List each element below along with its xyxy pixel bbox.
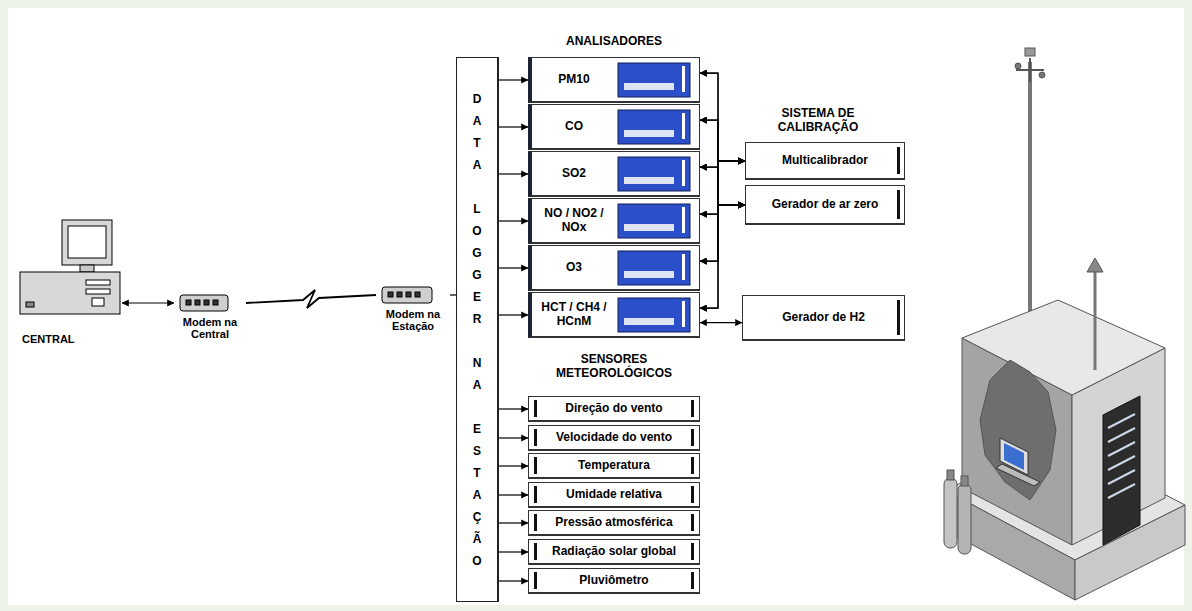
sensor-box: Direção do vento — [528, 396, 700, 422]
connector — [499, 465, 528, 466]
sensor-box: Velocidade do vento — [528, 425, 700, 451]
connector — [499, 267, 528, 268]
modem-node: Modem na Central — [174, 292, 246, 340]
modem-node: Modem na Estação — [376, 284, 450, 332]
box-label: Pressão atmosférica — [543, 516, 684, 530]
sensor-box: Pressão atmosférica — [528, 510, 700, 536]
box-label: Modem na Central — [174, 316, 246, 340]
analyzer-box: HCT / CH4 / HCnM — [528, 292, 700, 338]
connector — [700, 167, 745, 205]
box-label: Modem na Estação — [376, 308, 450, 332]
connector — [499, 437, 528, 438]
analyzer-box: PM10 — [528, 57, 700, 103]
connector — [700, 73, 745, 161]
connector — [122, 302, 174, 303]
connector — [499, 551, 528, 552]
connector — [700, 73, 745, 205]
sensor-box: Temperatura — [528, 453, 700, 479]
box-label: Radiação solar global — [540, 545, 688, 559]
analyzer-box: O3 — [528, 245, 700, 291]
box-label: PM10 — [532, 73, 616, 87]
box-label: NO / NO2 / NOx — [532, 207, 616, 235]
connector — [700, 161, 745, 308]
group-heading: SENSORES METEOROLÓGICOS — [528, 352, 700, 381]
box-label: CENTRAL — [18, 333, 75, 346]
modem-icon — [382, 287, 432, 303]
connector — [499, 580, 528, 581]
connector — [700, 205, 745, 308]
box-label: Umidade relativa — [554, 488, 674, 502]
data-logger-box: DATA LOGGER NA ESTAÇÃO — [456, 57, 499, 602]
sensor-box: Umidade relativa — [528, 482, 700, 508]
connector — [499, 408, 528, 409]
box-label: O3 — [532, 261, 616, 275]
box-label: SO2 — [532, 167, 616, 181]
connector — [700, 205, 745, 214]
calibrator-box: Gerador de ar zero — [745, 185, 905, 225]
box-label: HCT / CH4 / HCnM — [532, 301, 616, 329]
computer-node: CENTRAL — [18, 218, 122, 346]
connector — [700, 120, 745, 205]
box-label: Temperatura — [566, 459, 662, 473]
connector — [499, 220, 528, 221]
connector — [700, 161, 745, 214]
modem-icon — [180, 295, 228, 311]
box-label: CO — [532, 120, 616, 134]
connector — [499, 126, 528, 127]
vertical-label: DATA LOGGER NA ESTAÇÃO — [471, 88, 483, 572]
connector — [499, 522, 528, 523]
box-label: Gerador de H2 — [770, 311, 877, 325]
computer-icon — [20, 220, 120, 314]
calibrator-box: Multicalibrador — [745, 142, 905, 180]
connector — [700, 120, 745, 161]
sensor-box: Radiação solar global — [528, 539, 700, 565]
connector — [700, 205, 745, 261]
group-heading: SISTEMA DE CALIBRAÇÃO — [748, 106, 888, 135]
connector — [700, 161, 745, 261]
sensor-box: Pluviômetro — [528, 568, 700, 594]
radio-link — [246, 290, 376, 308]
connector — [499, 173, 528, 174]
box-label: Multicalibrador — [770, 154, 880, 168]
analyzer-box: SO2 — [528, 151, 700, 197]
box-label: Gerador de ar zero — [760, 198, 891, 212]
connector — [499, 79, 528, 80]
connector — [499, 494, 528, 495]
connector — [700, 322, 742, 323]
station-illustration — [944, 48, 1185, 600]
box-label: Pluviômetro — [567, 574, 660, 588]
connector — [499, 314, 528, 315]
generator-box: Gerador de H2 — [742, 295, 905, 341]
analyzer-box: NO / NO2 / NOx — [528, 198, 700, 244]
analyzer-box: CO — [528, 104, 700, 150]
group-heading: ANALISADORES — [528, 34, 700, 48]
connector — [700, 161, 745, 167]
box-label: Direção do vento — [553, 402, 674, 416]
box-label: Velocidade do vento — [544, 431, 684, 445]
